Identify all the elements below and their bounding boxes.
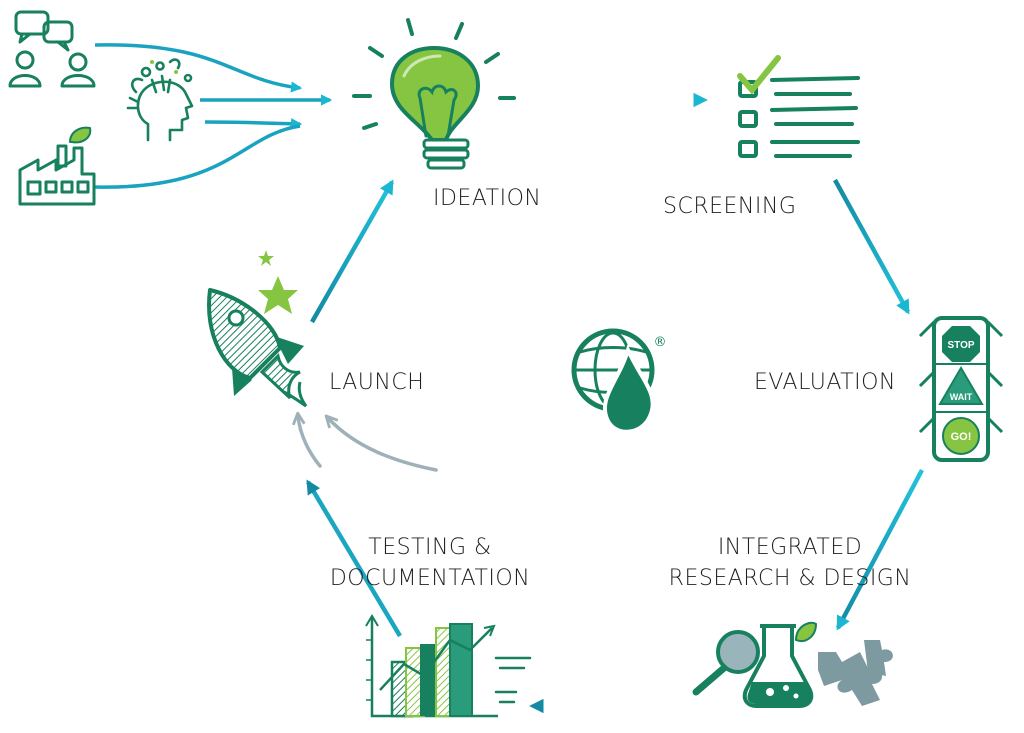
arrow-testing-to-launch bbox=[306, 479, 402, 638]
traffic-light-stop: STOP bbox=[947, 340, 974, 351]
stage-label-screening: SCREENING bbox=[663, 194, 797, 219]
lightbulb-icon bbox=[352, 18, 516, 170]
stage-label-testing: TESTING & DOCUMENTATION bbox=[305, 532, 555, 594]
feedback-arrow-outer bbox=[328, 418, 438, 472]
input-arrows bbox=[94, 43, 333, 189]
rocket-icon bbox=[207, 250, 308, 408]
arrow-screening-to-evaluation bbox=[833, 178, 910, 315]
factory-icon bbox=[18, 126, 96, 206]
bar-chart-icon bbox=[365, 614, 532, 718]
stage-label-integrated-line2: RESEARCH & DESIGN bbox=[668, 566, 912, 591]
traffic-light-wait: WAIT bbox=[950, 392, 973, 402]
stage-label-testing-line2: DOCUMENTATION bbox=[329, 566, 531, 591]
input-arrow-factory bbox=[94, 124, 301, 189]
lab-research-icon bbox=[692, 621, 893, 708]
stage-label-integrated: INTEGRATED RESEARCH & DESIGN bbox=[650, 532, 930, 594]
cycle-arrows bbox=[306, 92, 924, 714]
arrow-launch-to-ideation bbox=[310, 179, 394, 324]
input-arrow-mind2 bbox=[204, 118, 303, 130]
stage-label-ideation: IDEATION bbox=[433, 186, 542, 211]
feedback-arrows bbox=[298, 416, 438, 472]
checklist-icon bbox=[737, 55, 860, 158]
globe-drop-logo-icon bbox=[571, 328, 655, 434]
stage-label-launch: LAUNCH bbox=[329, 370, 425, 395]
stage-label-testing-line1: TESTING & bbox=[368, 535, 492, 560]
registered-mark: ® bbox=[654, 335, 667, 350]
input-arrow-people bbox=[94, 43, 303, 93]
traffic-light-icon bbox=[918, 316, 1004, 462]
feedback-arrow-inner bbox=[298, 416, 322, 468]
stage-label-evaluation: EVALUATION bbox=[754, 370, 896, 395]
traffic-light-go: GO! bbox=[951, 431, 972, 443]
arrow-evaluation-to-integrated bbox=[836, 468, 924, 631]
people-talking-icon bbox=[8, 10, 96, 88]
mind-icon bbox=[126, 58, 194, 142]
stage-label-integrated-line1: INTEGRATED bbox=[717, 535, 863, 560]
